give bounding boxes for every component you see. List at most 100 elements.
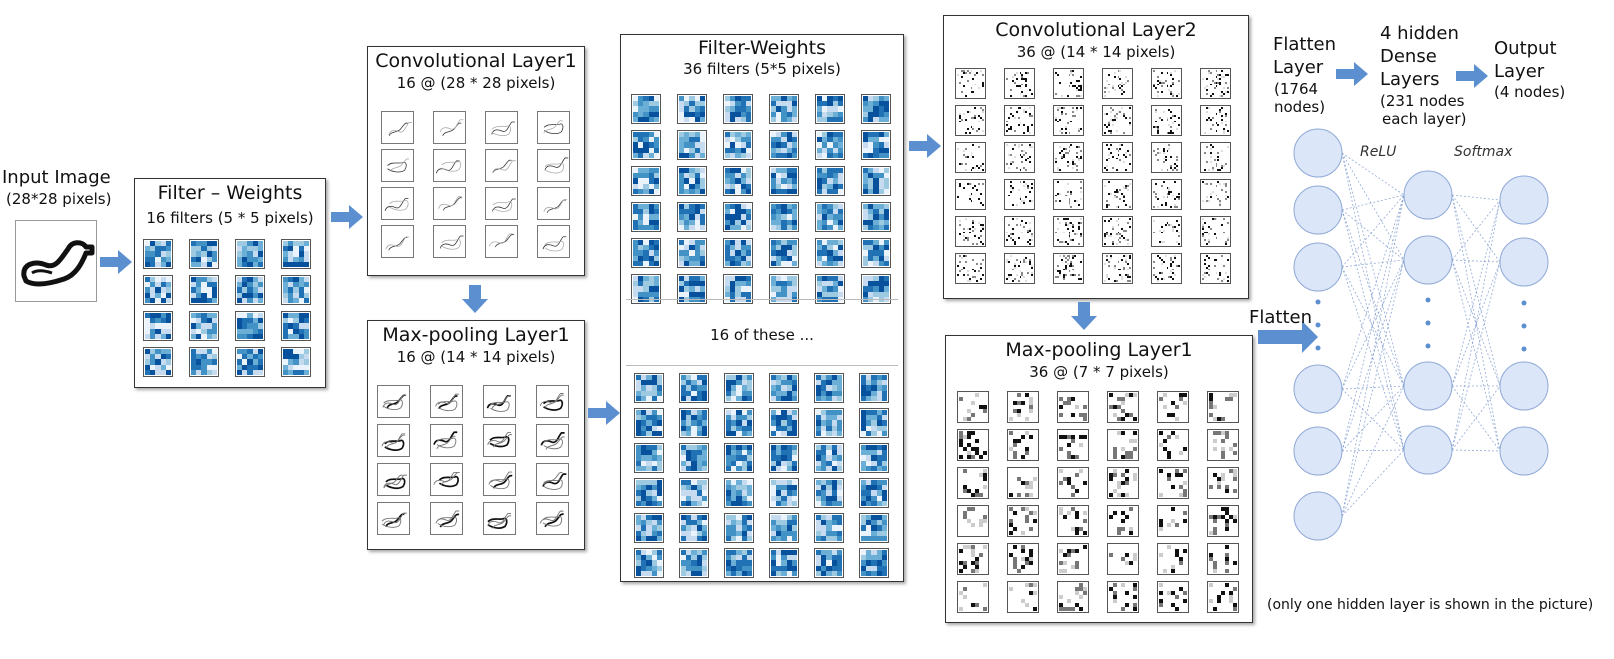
feature-map-tile [955,179,986,210]
weight-tile [631,166,661,196]
weight-tile [814,408,844,438]
weight-tile [723,94,753,124]
connection-edge [1341,209,1405,451]
feature-map-tile [1107,429,1139,461]
feature-map-tile [1057,391,1089,423]
feature-map-tile [485,225,518,258]
neuron-node [1403,235,1453,285]
weight-tile [235,275,265,305]
feature-map-tile [1107,543,1139,575]
weight-tile [769,513,799,543]
connection-edge [1341,266,1405,387]
weight-tile [769,94,799,124]
weight-tile [769,373,799,403]
connection-edge [1451,199,1501,387]
feature-map-tile [1053,142,1084,173]
weight-tile [634,513,664,543]
feature-map-tile [1151,179,1182,210]
feature-map-tile [483,502,516,535]
weight-tile [769,478,799,508]
filter-weights-panel-1: Filter – Weights 16 filters (5 * 5 pixel… [134,178,326,388]
feature-map-tile [1107,581,1139,613]
weight-tile [859,373,889,403]
weight-tile [769,408,799,438]
feature-map-tile [433,111,466,144]
feature-map-tile [537,111,570,144]
output-label-1: Output [1494,38,1557,59]
weight-tile [634,548,664,578]
feature-map-tile [1004,253,1035,284]
arrow-right-icon [1456,64,1488,88]
weight-tile [815,238,845,268]
neuron-node [1403,361,1453,411]
weight-tile [679,443,709,473]
feature-map-tile [536,502,569,535]
feature-map-tile [1200,68,1231,99]
weight-tile [143,239,173,269]
feature-map-tile [1102,68,1133,99]
weight-tile [281,311,311,341]
feature-map-tile [955,142,986,173]
connection-edge [1341,152,1405,387]
weight-tile [769,274,799,304]
weight-tile [815,166,845,196]
weight-tile [859,513,889,543]
feature-map-tile [1004,216,1035,247]
weight-tile [143,275,173,305]
weight-tile [677,202,707,232]
conv-layer1-title: Convolutional Layer1 [375,50,577,72]
feature-map-tile [1151,253,1182,284]
weight-tile [677,166,707,196]
feature-map-tile [381,225,414,258]
feature-map-tile [1207,581,1239,613]
feature-map-tile [1007,429,1039,461]
neuron-node [1403,170,1453,220]
weight-tile [859,548,889,578]
weight-tile [724,548,754,578]
feature-map-tile [1102,253,1133,284]
pool1-feature-maps [377,385,569,535]
input-image-title: Input Image [2,167,111,188]
conv-layer2-title: Convolutional Layer2 [995,19,1197,41]
feature-map-tile [377,463,410,496]
feature-map-tile [1053,253,1084,284]
feature-map-tile [955,68,986,99]
weight-tile [815,130,845,160]
feature-map-tile [1157,391,1189,423]
feature-map-tile [1102,216,1133,247]
input-image-size: (28*28 pixels) [6,190,112,208]
filter-grid-2-top [631,94,891,304]
weight-tile [679,408,709,438]
connection-edge [1341,194,1405,517]
feature-map-tile [957,391,989,423]
dense-label-3: Layers [1380,69,1440,90]
feature-map-tile [1157,581,1189,613]
feature-map-tile [1007,467,1039,499]
weight-tile [189,347,219,377]
weight-tile [769,166,799,196]
relu-label: ReLU [1360,144,1397,160]
connection-edge [1451,194,1501,263]
feature-map-tile [536,463,569,496]
filter-weights-sub-2: 36 filters (5*5 pixels) [683,60,841,78]
connection-edge [1451,199,1501,261]
connection-edge [1341,385,1405,517]
feature-map-tile [1007,391,1039,423]
ellipsis-dot [1521,323,1527,329]
weight-tile [724,443,754,473]
ellipsis-dot [1425,320,1431,326]
dense-label-2: Dense [1380,46,1437,67]
connection-edge [1451,259,1501,263]
arrow-right-icon [909,134,941,158]
maxpool-layer1-title: Max-pooling Layer1 [382,324,570,346]
connection-edge [1341,259,1405,452]
feature-map-tile [1157,505,1189,537]
feature-map-tile [485,111,518,144]
maxpool-layer2-panel: Max-pooling Layer1 36 @ (7 * 7 pixels) [945,335,1253,623]
neuron-node [1499,175,1549,225]
neuron-node [1293,185,1343,235]
feature-map-tile [430,463,463,496]
feature-map-tile [536,424,569,457]
weight-tile [634,443,664,473]
feature-map-tile [1207,543,1239,575]
